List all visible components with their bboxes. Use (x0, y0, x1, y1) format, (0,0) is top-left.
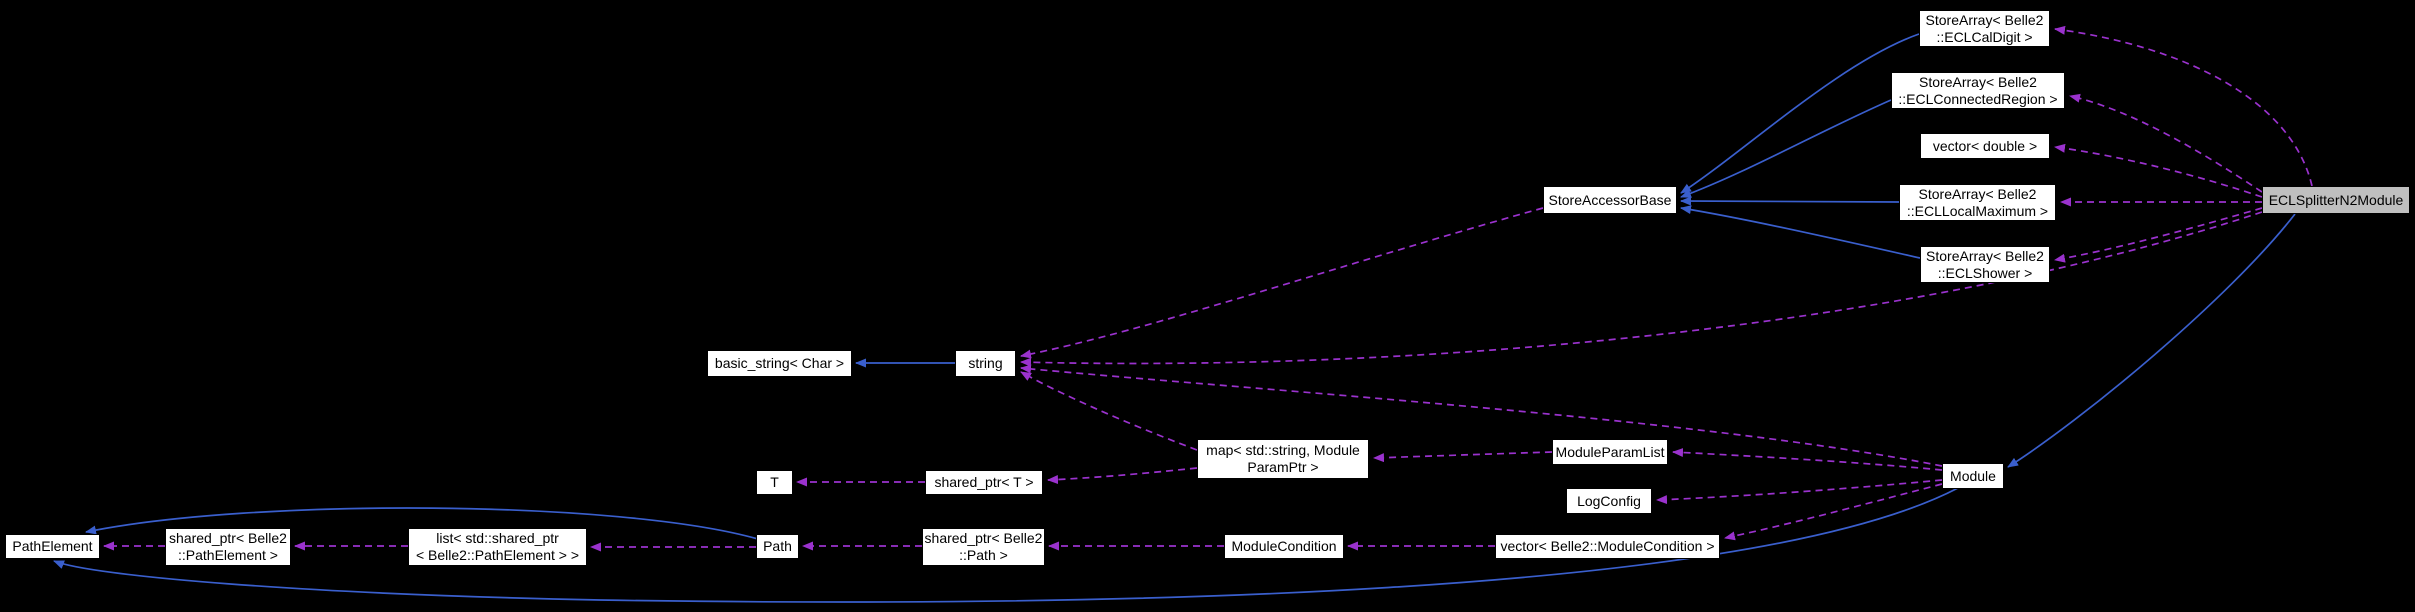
edge-map-to-sharedptrt (1047, 467, 1198, 485)
node-module[interactable]: Module (1942, 463, 2004, 489)
edge-eclsplitter-to-eclconnectedregion (2069, 93, 2263, 193)
edge-ecllocalmaximum-to-storeaccessorbase (1680, 196, 1900, 206)
node-storeaccessorbase[interactable]: StoreAccessorBase (1543, 186, 1677, 214)
edge-storeaccessorbase-to-string (1020, 207, 1544, 359)
node-label: string (968, 355, 1003, 371)
edge-eclcaldigit-to-storeaccessorbase (1680, 33, 1920, 194)
edge-module-to-moduleparamlist (1672, 448, 1943, 471)
node-t[interactable]: T (756, 470, 793, 495)
edge-eclsplitter-to-string (1020, 211, 2263, 367)
node-storearray-ecllocalmaximum[interactable]: StoreArray< Belle2 ::ECLLocalMaximum > (1899, 184, 2056, 221)
node-label: StoreArray< Belle2 ::ECLLocalMaximum > (1906, 185, 2049, 219)
node-label: shared_ptr< Belle2 ::PathElement > (169, 530, 287, 563)
node-basicstring-char[interactable]: basic_string< Char > (707, 350, 852, 377)
node-label: map< std::string, Module ParamPtr > (1206, 442, 1360, 475)
node-label: vector< Belle2::ModuleCondition > (1500, 538, 1715, 554)
edge-map-to-string (1020, 371, 1198, 451)
edge-eclsplitter-to-eclcaldigit (2054, 25, 2313, 187)
edge-module-to-string (1020, 364, 1943, 467)
node-label: basic_string< Char > (714, 355, 845, 371)
node-label: StoreAccessorBase (1548, 191, 1672, 208)
node-label: ECLSplitterN2Module (2268, 191, 2404, 208)
node-label: ModuleParamList (1555, 443, 1665, 460)
node-label: Module (1950, 467, 1996, 484)
node-storearray-eclconnectedregion[interactable]: StoreArray< Belle2 ::ECLConnectedRegion … (1891, 72, 2065, 109)
node-label: LogConfig (1577, 492, 1641, 509)
node-label: Path (763, 538, 792, 554)
node-eclsplittern2module[interactable]: ECLSplitterN2Module (2262, 186, 2410, 214)
node-sharedptr-t[interactable]: shared_ptr< T > (925, 470, 1043, 495)
edge-eclshower-to-storeaccessorbase (1680, 205, 1921, 259)
edge-path-to-pathelement (85, 507, 759, 540)
node-path[interactable]: Path (756, 534, 799, 559)
edge-moduleparamlist-to-map (1373, 451, 1553, 463)
edge-eclconnectedregion-to-storeaccessorbase (1680, 99, 1892, 198)
edge-eclsplittern2module-to-module (2007, 213, 2296, 468)
node-label: shared_ptr< T > (934, 474, 1034, 490)
node-sharedptr-pathelement[interactable]: shared_ptr< Belle2 ::PathElement > (165, 528, 291, 566)
node-storearray-eclshower[interactable]: StoreArray< Belle2 ::ECLShower > (1920, 246, 2050, 283)
node-vector-modulecondition[interactable]: vector< Belle2::ModuleCondition > (1495, 534, 1720, 559)
node-map-string-moduleparamptr[interactable]: map< std::string, Module ParamPtr > (1197, 439, 1369, 479)
node-moduleparamlist[interactable]: ModuleParamList (1552, 439, 1668, 465)
node-label: StoreArray< Belle2 ::ECLCalDigit > (1925, 11, 2044, 45)
node-storearray-eclcaldigit[interactable]: StoreArray< Belle2 ::ECLCalDigit > (1919, 10, 2050, 47)
node-list-sharedptr-pathelement[interactable]: list< std::shared_ptr < Belle2::PathElem… (408, 528, 587, 566)
node-pathelement[interactable]: PathElement (5, 534, 100, 559)
node-label: StoreArray< Belle2 ::ECLConnectedRegion … (1898, 73, 2058, 107)
edge-module-to-vectormodulecondition (1724, 483, 1943, 541)
node-modulecondition[interactable]: ModuleCondition (1224, 534, 1344, 559)
node-label: list< std::shared_ptr < Belle2::PathElem… (415, 530, 580, 563)
node-label: ModuleCondition (1231, 538, 1337, 554)
edge-module-to-logconfig (1656, 479, 1943, 505)
node-label: PathElement (12, 538, 93, 554)
edge-eclsplitter-to-vectordouble (2054, 143, 2263, 198)
node-label: T (770, 474, 779, 490)
node-logconfig[interactable]: LogConfig (1566, 488, 1652, 514)
node-label: vector< double > (1932, 137, 2038, 154)
node-label: StoreArray< Belle2 ::ECLShower > (1926, 247, 2044, 281)
edge-eclsplitter-to-eclshower (2054, 207, 2263, 263)
node-sharedptr-path[interactable]: shared_ptr< Belle2 ::Path > (922, 528, 1045, 566)
node-vector-double[interactable]: vector< double > (1920, 133, 2050, 159)
node-label: shared_ptr< Belle2 ::Path > (924, 530, 1043, 563)
node-string[interactable]: string (955, 350, 1016, 377)
